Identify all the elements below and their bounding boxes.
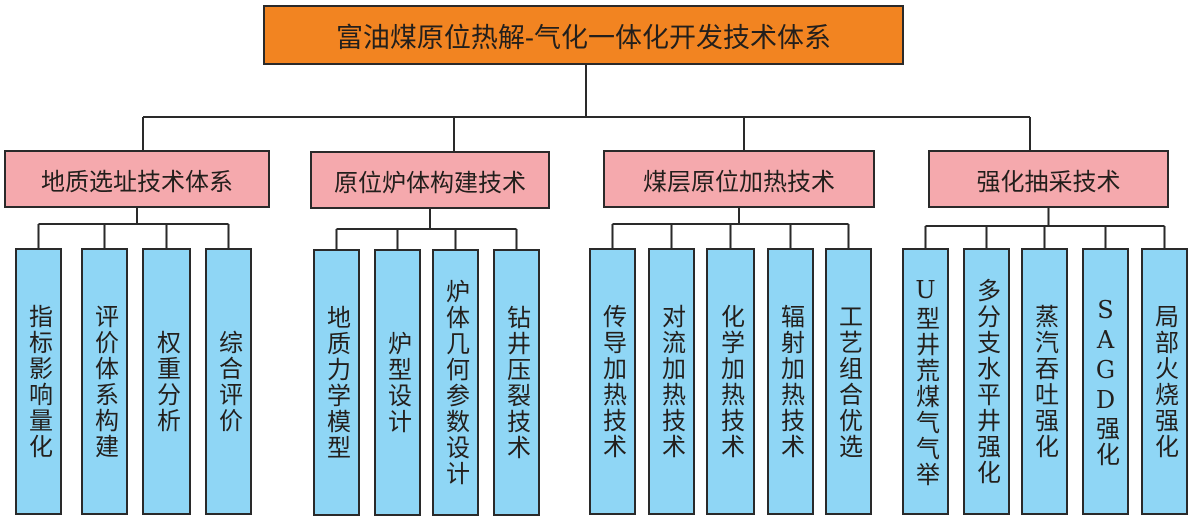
leaf-node: 蒸汽吞吐强化: [1021, 248, 1068, 515]
leaf-node: SAGD强化: [1082, 248, 1129, 515]
leaf-node: 炉型设计: [374, 249, 421, 516]
leaf-label: 评价体系构建: [90, 303, 119, 460]
leaf-node: 工艺组合优选: [825, 248, 872, 515]
leaf-label: 对流加热技术: [657, 303, 686, 460]
branch-enhanced-extraction: 强化抽采技术: [928, 150, 1169, 208]
leaf-label: 局部火烧强化: [1150, 303, 1179, 460]
leaf-node: 辐射加热技术: [767, 248, 814, 515]
leaf-node: 权重分析: [142, 248, 191, 515]
branch-label: 原位炉体构建技术: [334, 168, 526, 197]
branch-geology-siting: 地质选址技术体系: [4, 150, 270, 208]
leaf-label: 指标影响量化: [24, 303, 53, 460]
leaf-node: 综合评价: [205, 248, 252, 515]
branch-label: 地质选址技术体系: [41, 167, 233, 196]
leaf-node: 传导加热技术: [589, 248, 636, 515]
root-label: 富油煤原位热解-气化一体化开发技术体系: [335, 22, 832, 54]
leaf-node: 对流加热技术: [648, 248, 695, 515]
leaf-label: 工艺组合优选: [834, 303, 863, 460]
leaf-label: U型井荒煤气气举: [911, 275, 940, 488]
leaf-label: 传导加热技术: [598, 303, 627, 460]
leaf-label: 权重分析: [152, 329, 181, 434]
leaf-label: 多分支水平井强化: [972, 277, 1001, 486]
leaf-label: 综合评价: [214, 329, 243, 434]
leaf-label: 钻井压裂技术: [502, 304, 531, 461]
branch-furnace-construction: 原位炉体构建技术: [310, 151, 550, 209]
leaf-label: SAGD强化: [1091, 295, 1120, 468]
leaf-label: 辐射加热技术: [776, 303, 805, 460]
leaf-node: 评价体系构建: [81, 248, 128, 515]
leaf-node: 钻井压裂技术: [493, 249, 540, 516]
branch-label: 煤层原位加热技术: [643, 167, 835, 196]
root-node: 富油煤原位热解-气化一体化开发技术体系: [263, 5, 904, 65]
leaf-node: 化学加热技术: [706, 248, 755, 515]
leaf-node: 多分支水平井强化: [963, 248, 1010, 515]
leaf-node: 局部火烧强化: [1141, 248, 1188, 515]
leaf-label: 炉型设计: [383, 330, 412, 435]
leaf-node: 地质力学模型: [313, 249, 360, 516]
leaf-label: 炉体几何参数设计: [441, 278, 470, 487]
leaf-label: 化学加热技术: [716, 303, 745, 460]
branch-seam-heating: 煤层原位加热技术: [603, 150, 875, 208]
leaf-label: 地质力学模型: [322, 304, 351, 461]
leaf-node: 炉体几何参数设计: [432, 249, 479, 516]
leaf-label: 蒸汽吞吐强化: [1030, 303, 1059, 460]
branch-label: 强化抽采技术: [976, 167, 1121, 196]
leaf-node: U型井荒煤气气举: [902, 248, 949, 515]
leaf-node: 指标影响量化: [15, 248, 62, 515]
